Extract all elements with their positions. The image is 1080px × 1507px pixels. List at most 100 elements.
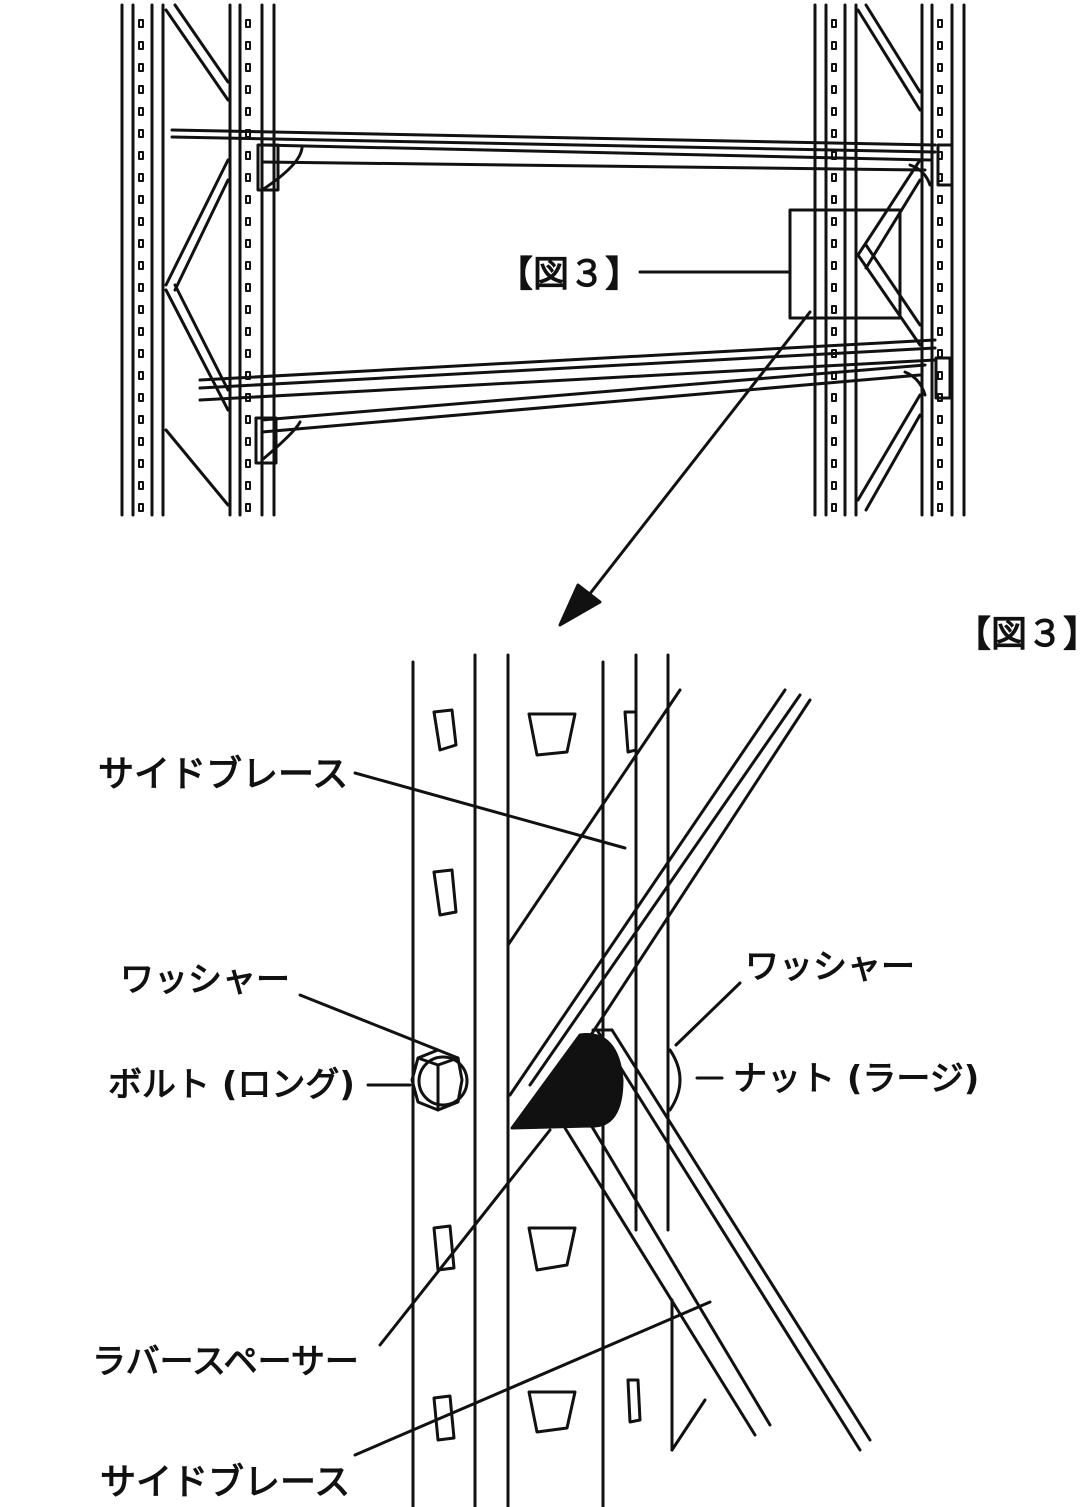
perforation-hole bbox=[138, 195, 144, 204]
lower-side-brace bbox=[563, 1028, 872, 1452]
perforation-hole bbox=[937, 85, 943, 94]
nut-outline bbox=[668, 1048, 682, 1112]
perforation-hole bbox=[245, 195, 251, 204]
detail-figure-reference: 【図３】 bbox=[955, 614, 1080, 655]
perforation-hole bbox=[831, 503, 837, 512]
perforation-hole bbox=[937, 151, 943, 160]
perforation-hole bbox=[937, 239, 943, 248]
perforation-hole bbox=[138, 107, 144, 116]
perforation-hole bbox=[245, 283, 251, 292]
perforation-hole bbox=[245, 459, 251, 468]
perforation-hole bbox=[138, 371, 144, 380]
perforation-hole bbox=[937, 129, 943, 138]
perforation-hole bbox=[937, 63, 943, 72]
perforation-hole bbox=[831, 107, 837, 116]
perforation-hole bbox=[245, 305, 251, 314]
perforation-hole bbox=[138, 239, 144, 248]
perforation-hole bbox=[831, 173, 837, 182]
perforation-hole bbox=[138, 415, 144, 424]
perforation-hole bbox=[245, 349, 251, 358]
perforation-hole bbox=[138, 349, 144, 358]
perforation-hole bbox=[138, 19, 144, 28]
label-side-brace-lower: サイドブレース bbox=[100, 1462, 351, 1503]
upper-shelf-beam bbox=[170, 128, 954, 192]
perforation-hole bbox=[831, 481, 837, 490]
perforation-hole bbox=[831, 63, 837, 72]
right-upright-columns bbox=[813, 3, 966, 517]
perforation-hole bbox=[245, 217, 251, 226]
perforation-hole bbox=[937, 371, 943, 380]
perforation-hole bbox=[138, 63, 144, 72]
right-side-braces bbox=[856, 3, 922, 512]
perforation-hole bbox=[831, 41, 837, 50]
lower-shelf-beam bbox=[198, 338, 952, 465]
perforation-hole bbox=[831, 459, 837, 468]
perforation-hole bbox=[831, 217, 837, 226]
detail-view bbox=[298, 653, 872, 1507]
leader-lines bbox=[298, 771, 742, 1457]
perforation-hole bbox=[937, 261, 943, 270]
perforation-hole bbox=[245, 503, 251, 512]
perforation-hole bbox=[937, 195, 943, 204]
perforation-hole bbox=[245, 19, 251, 28]
left-upright-columns bbox=[120, 3, 276, 517]
perforation-hole bbox=[831, 437, 837, 446]
perforation-hole bbox=[138, 41, 144, 50]
perforation-hole bbox=[831, 19, 837, 28]
perforation-hole bbox=[937, 481, 943, 490]
perforation-hole bbox=[937, 349, 943, 358]
perforation-hole bbox=[831, 415, 837, 424]
perforation-hole bbox=[138, 327, 144, 336]
overview-shelf-rack bbox=[120, 3, 966, 517]
perforation-hole bbox=[937, 327, 943, 336]
perforation-hole bbox=[245, 371, 251, 380]
perforation-hole bbox=[245, 261, 251, 270]
perforation-hole bbox=[937, 393, 943, 402]
perforation-hole bbox=[138, 305, 144, 314]
perforation-hole bbox=[138, 481, 144, 490]
perforation-hole bbox=[937, 107, 943, 116]
perforation-hole bbox=[831, 283, 837, 292]
label-rubber-spacer: ラバースペーサー bbox=[92, 1342, 359, 1382]
perforation-hole bbox=[138, 393, 144, 402]
perforation-hole bbox=[138, 85, 144, 94]
perforation-hole bbox=[245, 239, 251, 248]
perforation-hole bbox=[245, 151, 251, 160]
overview-callout bbox=[638, 208, 902, 320]
upper-side-brace bbox=[506, 688, 812, 1097]
perforation-hole bbox=[138, 129, 144, 138]
perforation-hole bbox=[138, 283, 144, 292]
upright-perforations bbox=[138, 19, 943, 512]
perforation-hole bbox=[245, 107, 251, 116]
perforation-hole bbox=[245, 63, 251, 72]
rubber-spacer-shape bbox=[510, 1033, 624, 1130]
perforation-hole bbox=[831, 261, 837, 270]
perforation-hole bbox=[245, 437, 251, 446]
label-bolt-long: ボルト (ロング) bbox=[108, 1065, 355, 1105]
perforation-hole bbox=[138, 261, 144, 270]
overview-figure-reference: 【図３】 bbox=[497, 254, 642, 295]
perforation-hole bbox=[937, 19, 943, 28]
perforation-hole bbox=[245, 415, 251, 424]
label-washer-right: ワッシャー bbox=[745, 947, 915, 987]
perforation-hole bbox=[937, 305, 943, 314]
perforation-hole bbox=[831, 151, 837, 160]
perforation-hole bbox=[831, 129, 837, 138]
perforation-hole bbox=[937, 437, 943, 446]
perforation-hole bbox=[937, 41, 943, 50]
perforation-hole bbox=[138, 151, 144, 160]
perforation-hole bbox=[937, 415, 943, 424]
label-side-brace-upper: サイドブレース bbox=[98, 754, 349, 795]
perforation-hole bbox=[245, 129, 251, 138]
perforation-hole bbox=[937, 217, 943, 226]
perforation-hole bbox=[138, 173, 144, 182]
perforation-hole bbox=[937, 459, 943, 468]
left-side-braces bbox=[164, 3, 230, 507]
perforation-hole bbox=[245, 41, 251, 50]
perforation-hole bbox=[937, 283, 943, 292]
perforation-hole bbox=[831, 195, 837, 204]
perforation-hole bbox=[937, 503, 943, 512]
perforation-hole bbox=[831, 349, 837, 358]
perforation-hole bbox=[831, 371, 837, 380]
